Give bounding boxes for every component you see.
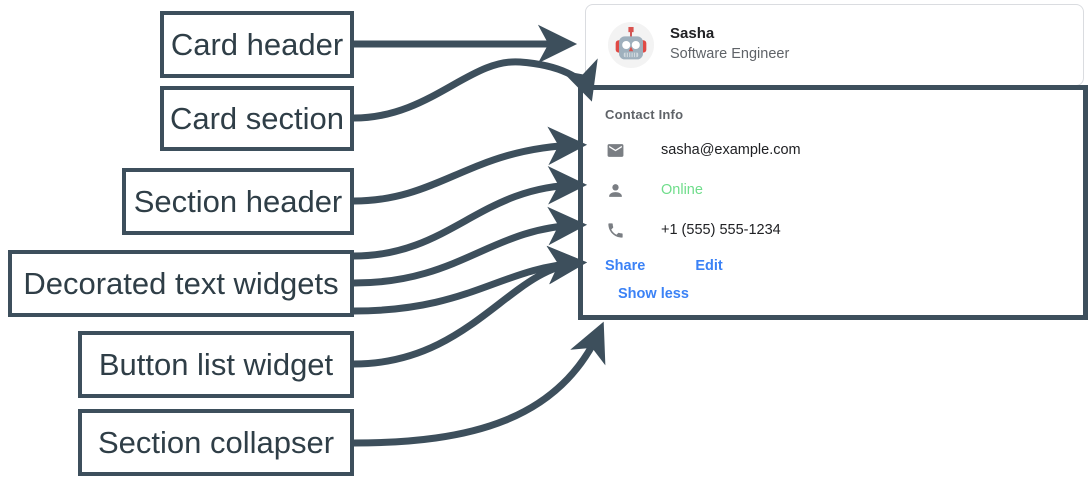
callout-section-header-label: Section header (133, 184, 343, 219)
card-header-text: Sasha Software Engineer (670, 24, 789, 66)
arrow-decorated-text-2 (353, 206, 588, 287)
callout-decorated-text-widgets: Decorated text widgets (8, 250, 354, 317)
status-value: Online (661, 182, 703, 198)
callout-button-list-widget: Button list widget (78, 331, 354, 398)
edit-button[interactable]: Edit (695, 258, 723, 274)
robot-avatar-icon (608, 22, 654, 68)
card-header: Sasha Software Engineer (585, 4, 1084, 86)
section-collapser-button[interactable]: Show less (618, 286, 689, 302)
button-list-widget: Share Edit (605, 258, 723, 274)
decorated-text-widget-phone: +1 (555) 555-1234 (605, 218, 781, 242)
callout-button-list-widget-label: Button list widget (98, 347, 334, 382)
callout-section-header: Section header (122, 168, 354, 235)
section-header: Contact Info (605, 107, 684, 122)
card-title: Sasha (670, 25, 715, 42)
arrow-decorated-text-1 (353, 166, 588, 260)
callout-card-header: Card header (160, 11, 354, 78)
phone-icon (605, 220, 625, 240)
arrow-section-collapser (353, 321, 606, 447)
callout-card-header-label: Card header (170, 27, 344, 62)
arrow-decorated-text-3 (353, 245, 588, 315)
decorated-text-widget-status: Online (605, 178, 703, 202)
callout-section-collapser: Section collapser (78, 409, 354, 476)
card-section: Contact Info sasha@example.com Online (578, 85, 1088, 320)
callout-card-section: Card section (160, 86, 354, 151)
decorated-text-widget-email: sasha@example.com (605, 138, 801, 162)
callout-decorated-text-widgets-label: Decorated text widgets (23, 266, 339, 301)
arrow-button-list (353, 246, 588, 368)
callout-card-section-label: Card section (169, 101, 345, 136)
phone-value: +1 (555) 555-1234 (661, 222, 781, 238)
card-subtitle: Software Engineer (670, 46, 790, 63)
arrow-section-header (353, 126, 588, 205)
email-value: sasha@example.com (661, 142, 801, 158)
share-button[interactable]: Share (605, 258, 646, 274)
email-icon (605, 140, 625, 160)
callout-section-collapser-label: Section collapser (97, 425, 335, 460)
arrow-card-section (353, 58, 598, 122)
person-icon (605, 180, 625, 200)
